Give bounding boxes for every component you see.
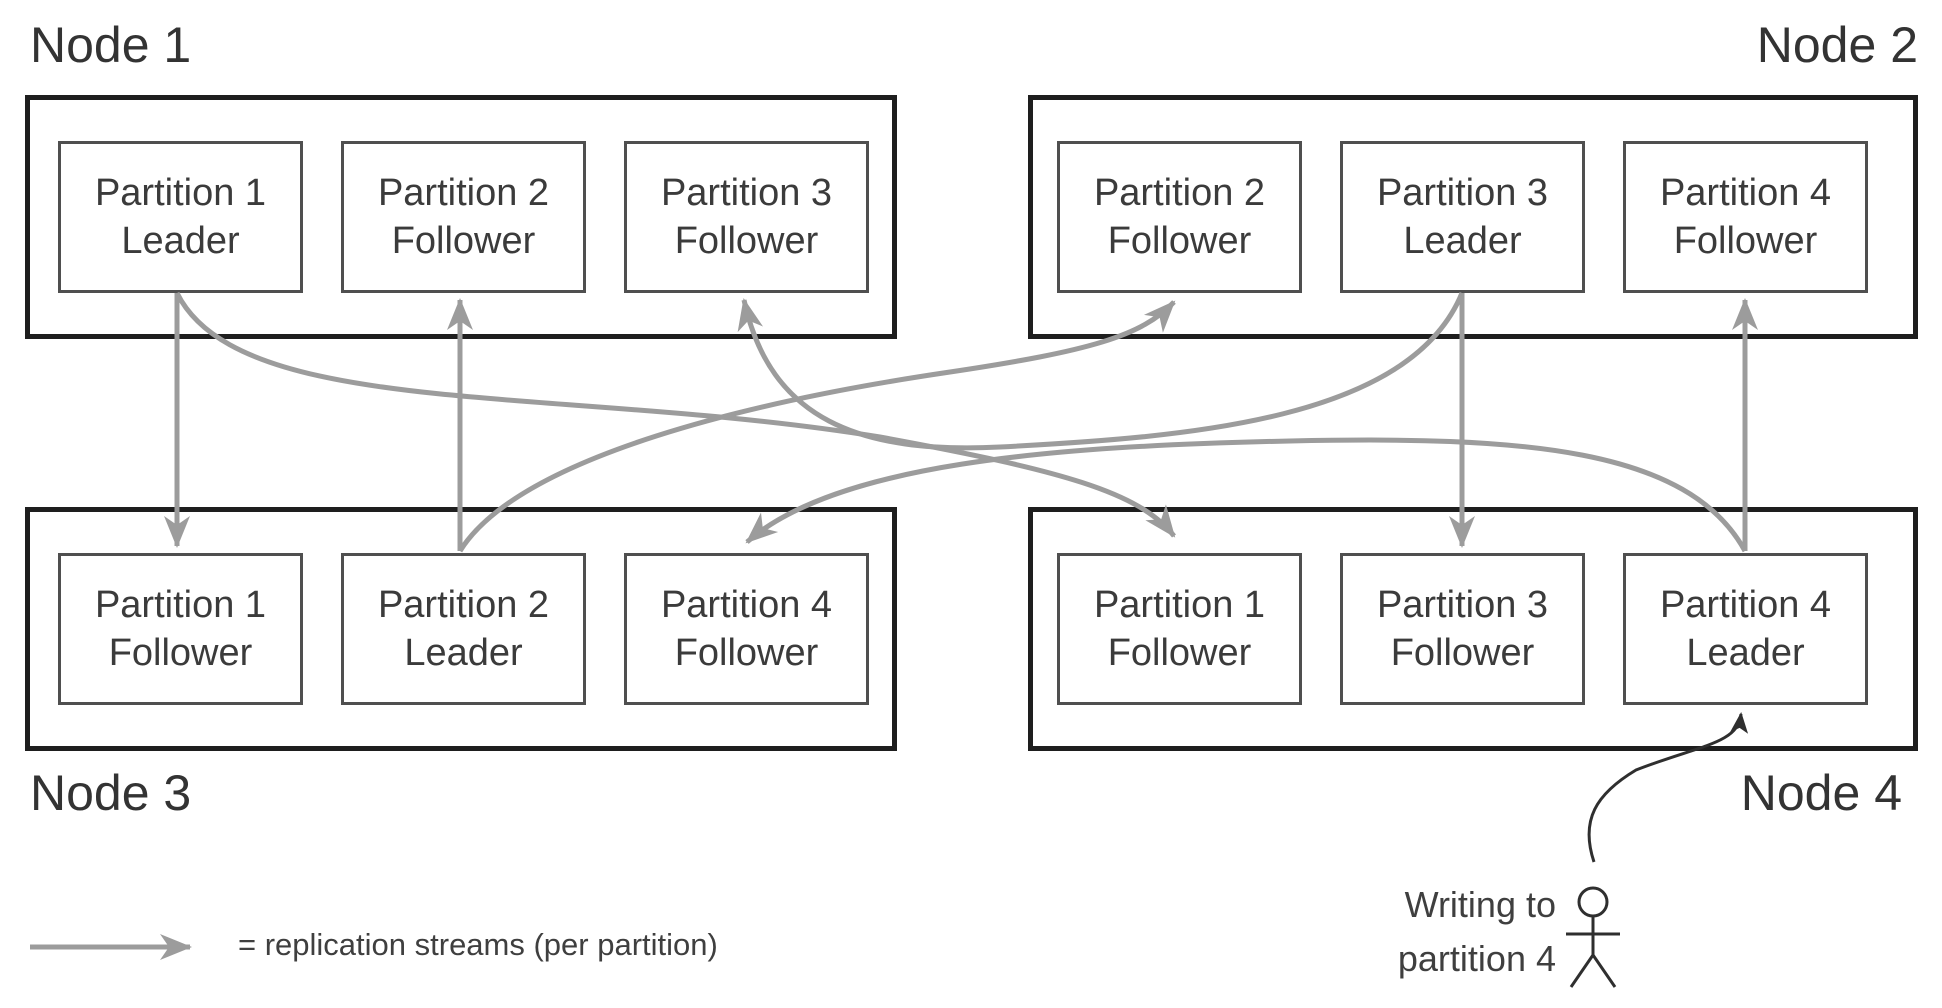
node3-container: Partition 1 Follower Partition 2 Leader …	[25, 507, 897, 751]
partition-role: Follower	[1107, 632, 1252, 674]
node4-container: Partition 1 Follower Partition 3 Followe…	[1028, 507, 1918, 751]
partition-name: Partition 1	[1093, 584, 1266, 626]
legend-text: = replication streams (per partition)	[238, 927, 718, 962]
partition-box: Partition 1 Follower	[58, 553, 303, 705]
stick-figure-head	[1577, 886, 1609, 918]
node2-label: Node 2	[1756, 17, 1918, 73]
partition-box: Partition 4 Follower	[1623, 141, 1868, 293]
partition-box: Partition 2 Follower	[1057, 141, 1302, 293]
partition-role: Follower	[1673, 220, 1818, 262]
partition-name: Partition 1	[94, 584, 267, 626]
writer-annotation-line2: partition 4	[1397, 938, 1556, 979]
partition-name: Partition 3	[1376, 172, 1549, 214]
writer-annotation: Writing to partition 4	[1398, 878, 1556, 986]
partition-box: Partition 1 Follower	[1057, 553, 1302, 705]
partition-box: Partition 2 Follower	[341, 141, 586, 293]
partition-role: Follower	[674, 220, 819, 262]
partition-role: Leader	[1686, 632, 1805, 674]
node1-label: Node 1	[30, 17, 192, 73]
node1-container: Partition 1 Leader Partition 2 Follower …	[25, 95, 897, 339]
partition-name: Partition 2	[377, 172, 550, 214]
partition-box: Partition 4 Follower	[624, 553, 869, 705]
partition-role: Follower	[1390, 632, 1535, 674]
partition-name: Partition 4	[1659, 172, 1832, 214]
partition-role: Follower	[108, 632, 253, 674]
partition-role: Leader	[1403, 220, 1522, 262]
partition-name: Partition 3	[1376, 584, 1549, 626]
partition-name: Partition 4	[660, 584, 833, 626]
partition-box: Partition 4 Leader	[1623, 553, 1868, 705]
node3-label: Node 3	[30, 765, 192, 821]
node2-container: Partition 2 Follower Partition 3 Leader …	[1028, 95, 1918, 339]
partition-box: Partition 3 Follower	[1340, 553, 1585, 705]
partition-role: Follower	[674, 632, 819, 674]
partition-name: Partition 1	[94, 172, 267, 214]
partition-box: Partition 1 Leader	[58, 141, 303, 293]
partition-name: Partition 2	[1093, 172, 1266, 214]
partition-role: Leader	[121, 220, 240, 262]
partition-role: Leader	[404, 632, 523, 674]
partition-name: Partition 3	[660, 172, 833, 214]
writer-annotation-line1: Writing to	[1404, 884, 1556, 925]
stick-figure-legs	[1569, 954, 1617, 988]
partition-name: Partition 4	[1659, 584, 1832, 626]
client-stick-figure-icon	[1566, 886, 1620, 988]
partition-box: Partition 3 Leader	[1340, 141, 1585, 293]
partition-role: Follower	[1107, 220, 1252, 262]
node4-label: Node 4	[1740, 765, 1902, 821]
partition-name: Partition 2	[377, 584, 550, 626]
partition-role: Follower	[391, 220, 536, 262]
partition-box: Partition 3 Follower	[624, 141, 869, 293]
partition-box: Partition 2 Leader	[341, 553, 586, 705]
